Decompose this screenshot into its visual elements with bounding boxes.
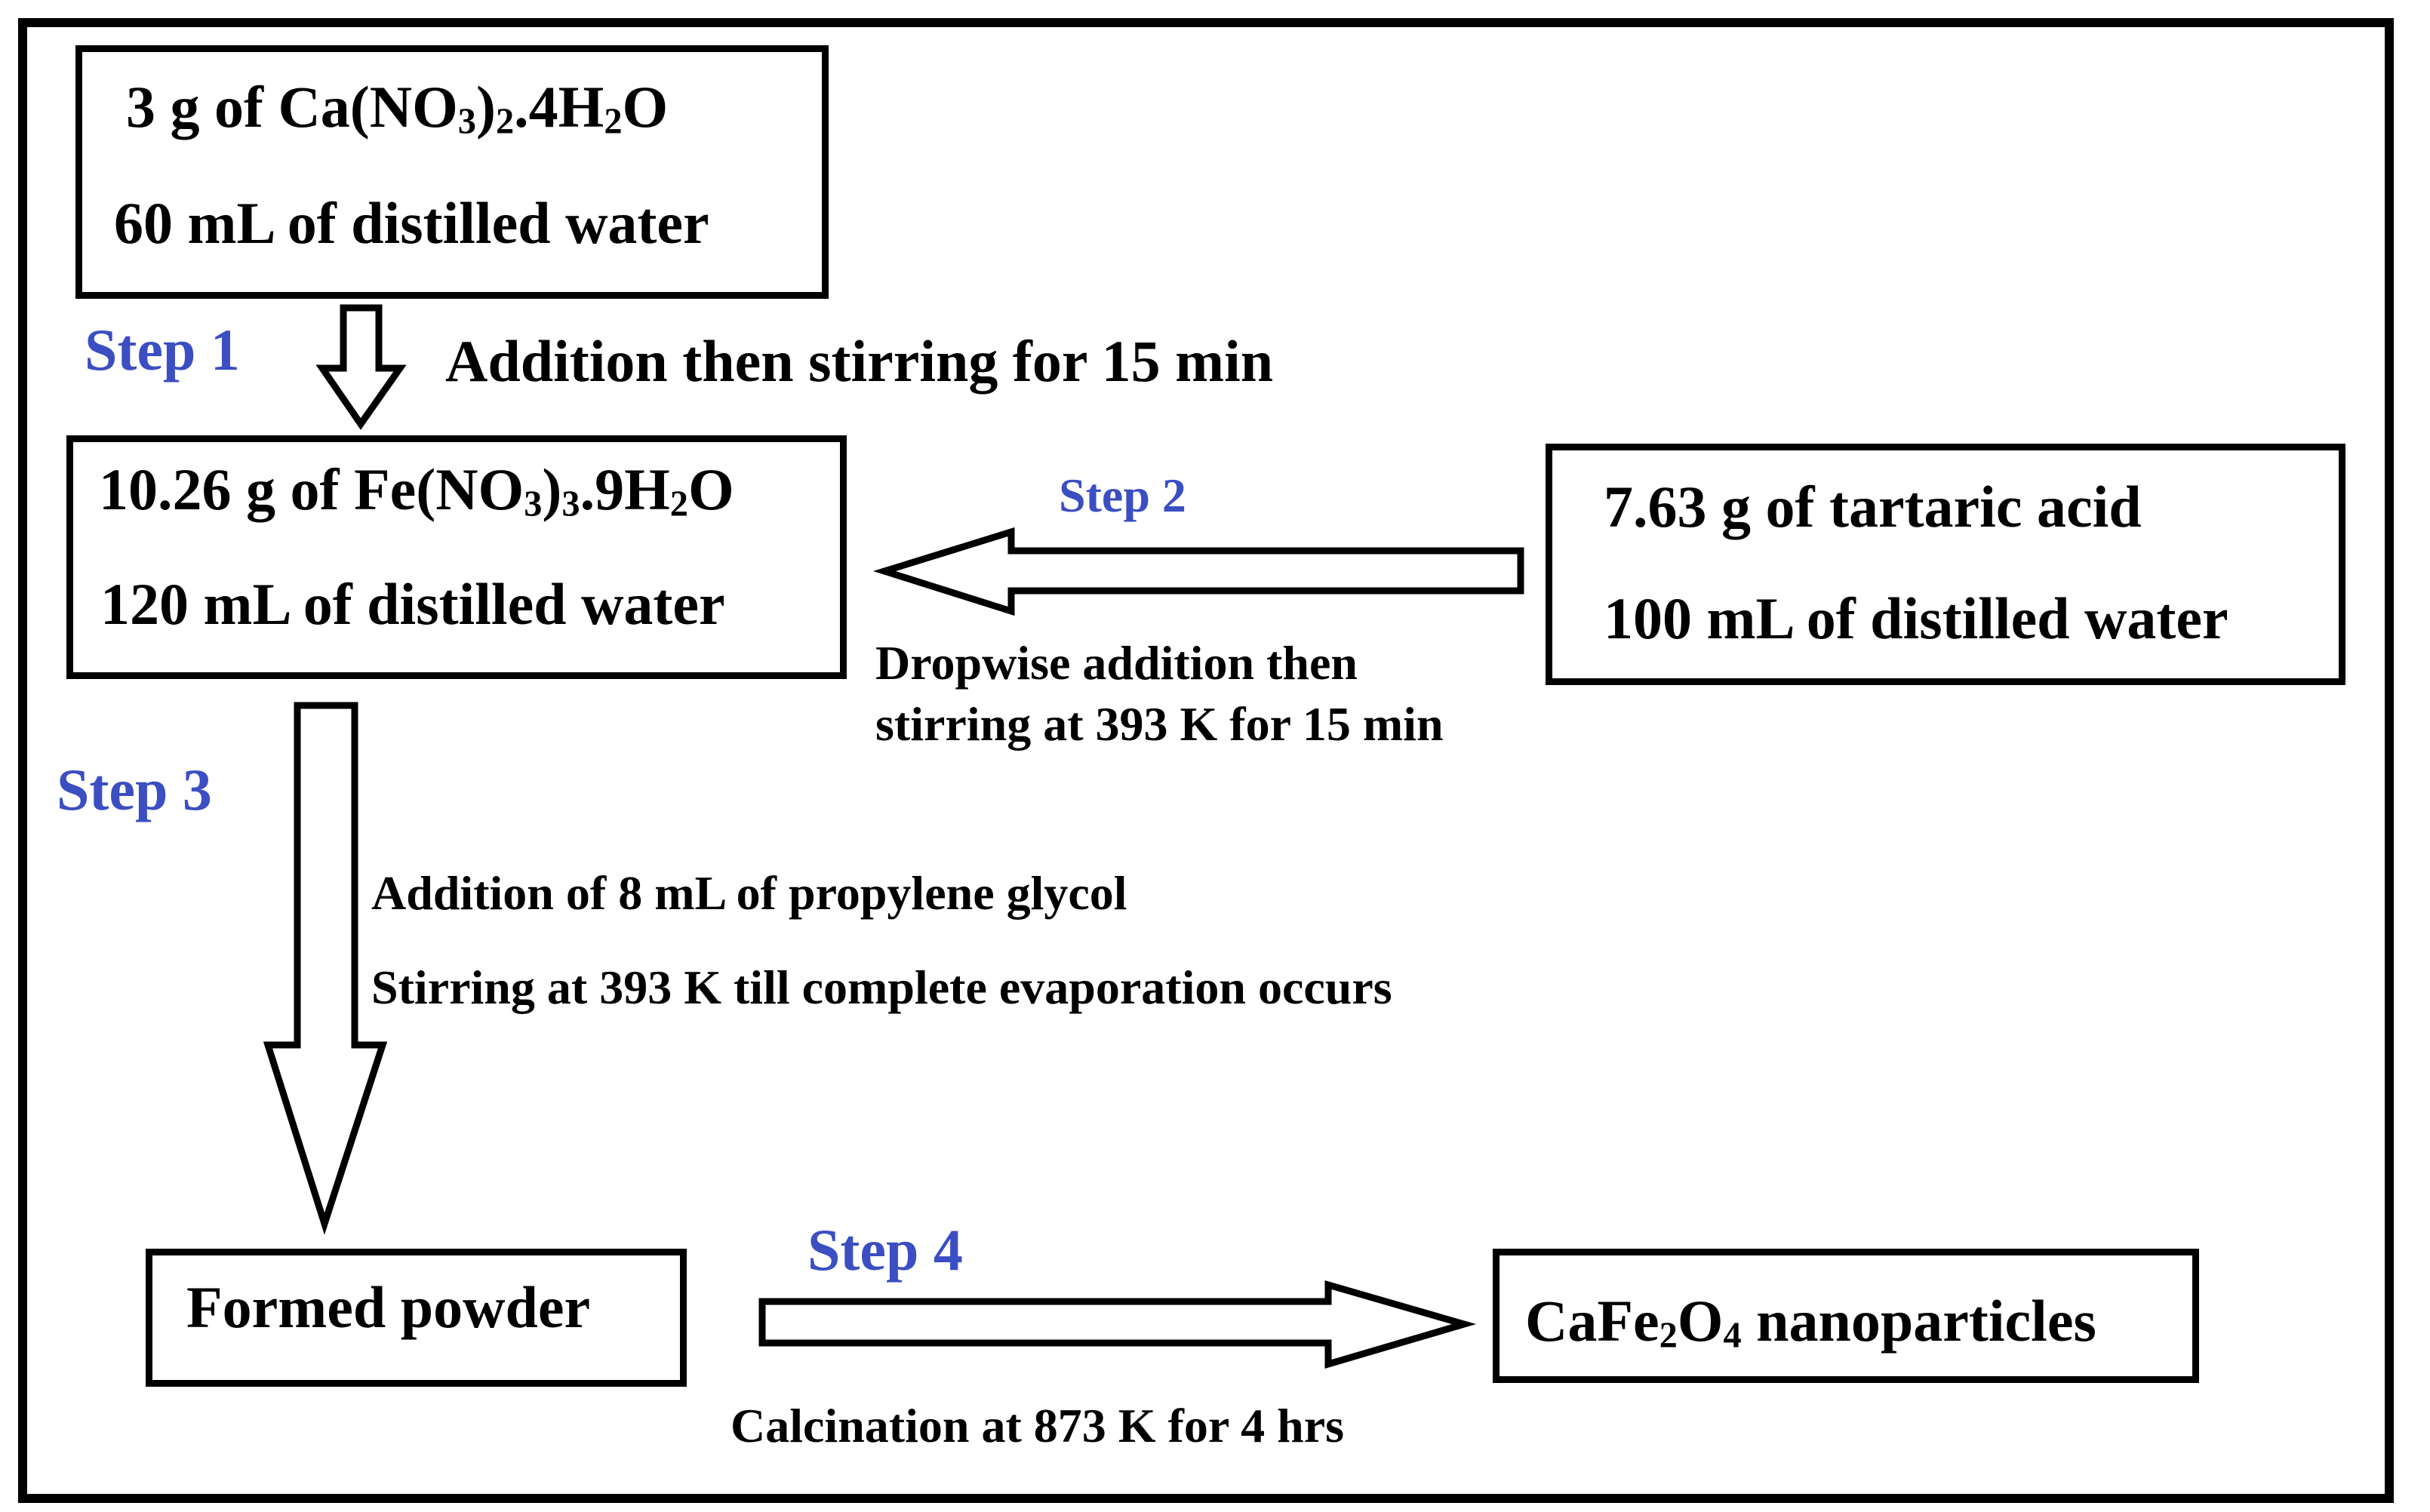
step2-label: Step 2 [1059,469,1186,522]
iron-nitrate-mass: 10.26 g of Fe(NO3)3.9H2O [99,456,734,524]
step3-label: Step 3 [57,757,212,822]
step1-arrow [315,304,407,430]
step3-description-line1: Addition of 8 mL of propylene glycol [371,866,1127,920]
calcium-nitrate-mass: 3 g of Ca(NO3)2.4H2O [126,74,669,142]
tartaric-acid-water: 100 mL of distilled water [1604,585,2229,651]
formed-powder-box: Formed powder [146,1249,687,1387]
outer-frame [18,18,2394,1503]
formed-powder-label: Formed powder [186,1274,591,1340]
tartaric-acid-mass: 7.63 g of tartaric acid [1604,474,2142,539]
step4-label: Step 4 [807,1217,963,1283]
step3-description-line2: Stirring at 393 K till complete evaporat… [371,960,1392,1014]
step3-arrow [263,702,388,1235]
step2-arrow [872,527,1524,616]
step4-arrow [758,1280,1477,1369]
step1-description: Addition then stirring for 15 min [445,328,1274,394]
step4-description: Calcination at 873 K for 4 hrs [731,1399,1345,1452]
product-box: CaFe2O4 nanoparticles [1493,1249,2199,1383]
step2-description-line2: stirring at 393 K for 15 min [875,697,1444,751]
step2-description-line1: Dropwise addition then [875,636,1358,690]
iron-nitrate-box: 10.26 g of Fe(NO3)3.9H2O 120 mL of disti… [66,435,847,679]
calcium-nitrate-box: 3 g of Ca(NO3)2.4H2O 60 mL of distilled … [75,45,829,299]
iron-nitrate-water: 120 mL of distilled water [100,571,725,637]
step1-label: Step 1 [85,317,240,383]
product-label: CaFe2O4 nanoparticles [1525,1288,2096,1356]
tartaric-acid-box: 7.63 g of tartaric acid 100 mL of distil… [1546,444,2345,685]
calcium-nitrate-water: 60 mL of distilled water [114,190,709,256]
